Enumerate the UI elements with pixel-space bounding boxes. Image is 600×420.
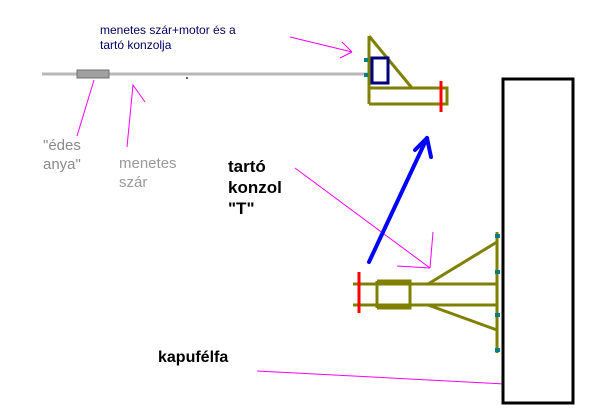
label-support-bracket-line1: tartó bbox=[228, 157, 266, 176]
sweet-nut bbox=[76, 69, 110, 79]
motor-bolt-bottom bbox=[364, 73, 368, 77]
label-sweet-nut: "édes anya" bbox=[43, 136, 81, 174]
leader-konzol bbox=[294, 167, 434, 269]
label-threaded-rod-line2: szár bbox=[119, 174, 148, 191]
label-rod-motor-bracket-line2: tartó konzolja bbox=[100, 38, 172, 52]
rod-dot bbox=[186, 77, 188, 79]
label-sweet-nut-line1: "édes bbox=[43, 137, 81, 154]
leader-lines bbox=[76, 36, 506, 385]
leader-edes bbox=[76, 79, 95, 137]
post-bolts bbox=[495, 234, 500, 352]
label-support-bracket-line3: "T" bbox=[228, 199, 255, 218]
label-gate-post: kapufélfa bbox=[158, 349, 229, 366]
leader-top bbox=[289, 36, 353, 59]
label-support-bracket-line2: konzol bbox=[228, 178, 282, 197]
label-rod-motor-bracket-line1: menetes szár+motor és a bbox=[100, 23, 236, 37]
label-rod-motor-bracket: menetes szár+motor és a tartó konzolja bbox=[100, 23, 236, 53]
gate-post bbox=[501, 77, 575, 405]
label-threaded-rod: menetes szár bbox=[119, 154, 177, 192]
leader-kapu bbox=[256, 370, 506, 385]
label-threaded-rod-line1: menetes bbox=[119, 155, 177, 172]
label-support-bracket-t: tartó konzol "T" bbox=[228, 156, 282, 219]
label-sweet-nut-line2: anya" bbox=[43, 156, 81, 173]
support-bracket-t bbox=[353, 232, 499, 353]
move-arrow bbox=[367, 136, 433, 264]
leader-menetes bbox=[126, 83, 146, 148]
motor-bolt-top bbox=[364, 58, 368, 62]
motor-bracket bbox=[367, 35, 449, 106]
motor-body bbox=[370, 56, 390, 85]
